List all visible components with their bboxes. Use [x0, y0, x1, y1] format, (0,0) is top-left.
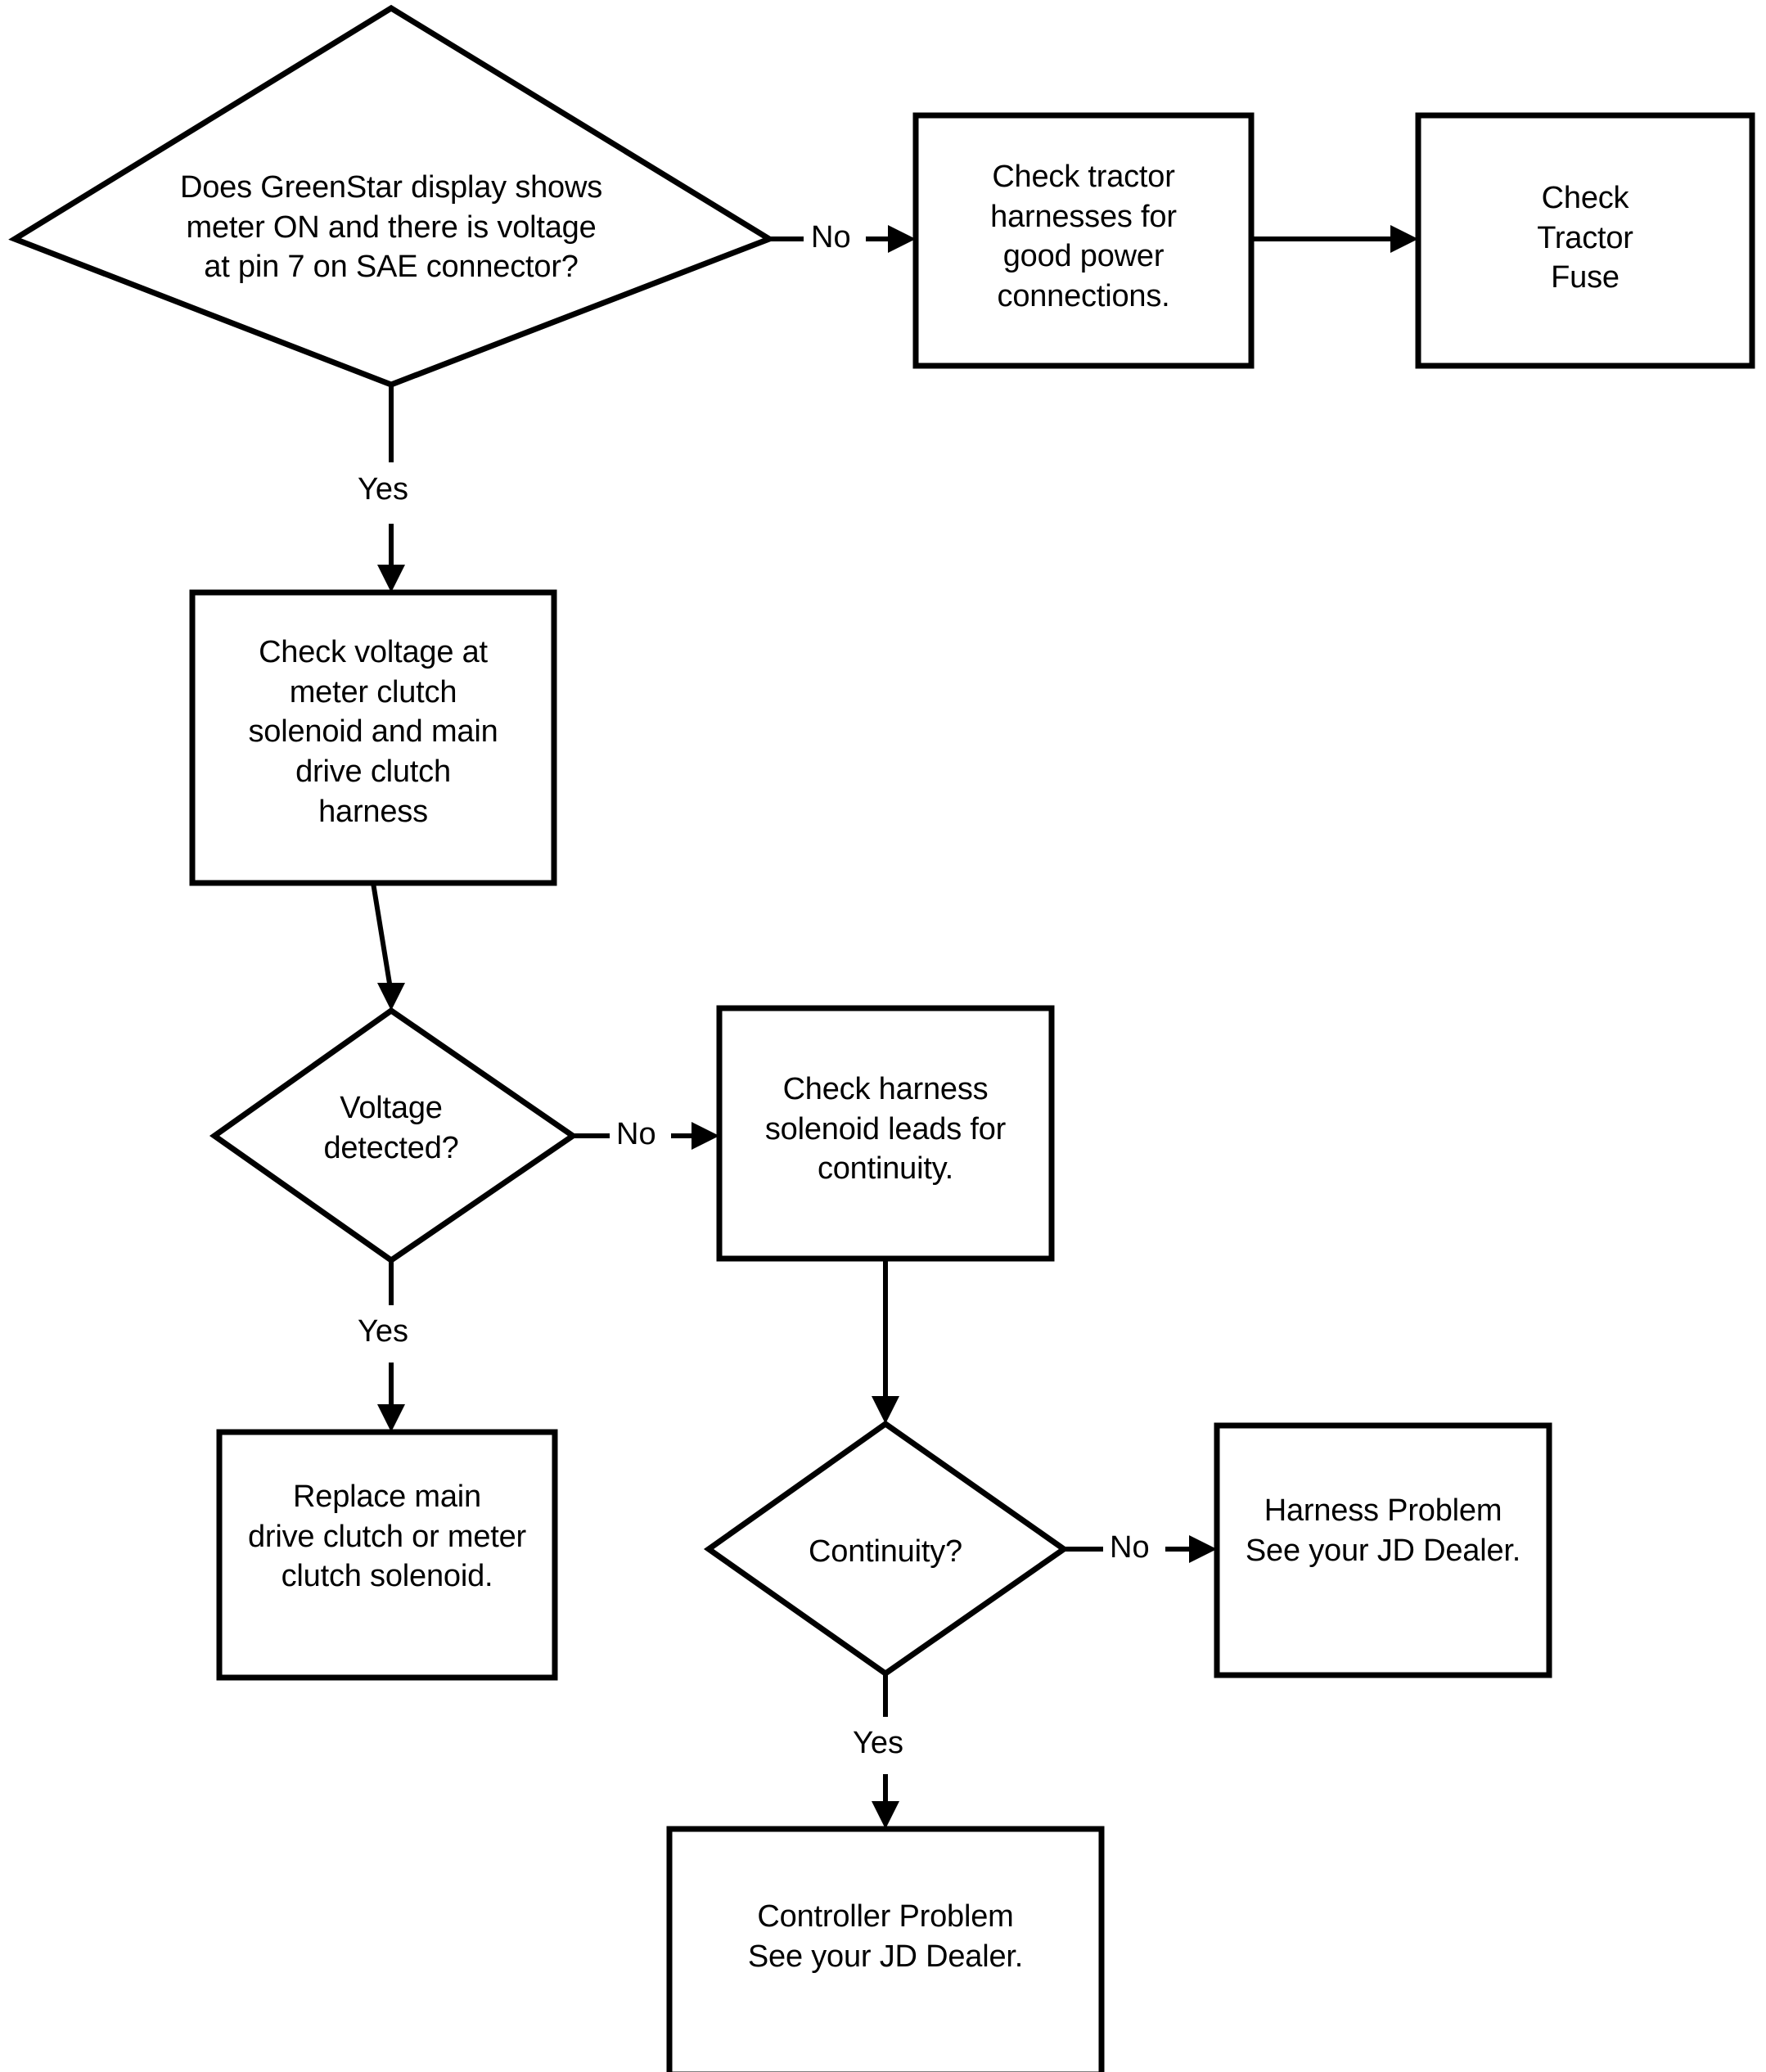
edge-label-voltage-yes: Yes — [358, 1314, 408, 1349]
edge-arrowhead-voltage-yes — [377, 1404, 405, 1432]
edge-line-voltagebox-to-q — [371, 882, 394, 994]
edge-label-greenstar-no: No — [811, 220, 851, 254]
node-label-check-harness-continuity: Check harness solenoid leads for continu… — [764, 1072, 1007, 1187]
node-label-controller-problem: Controller Problem See your JD Dealer. — [747, 1899, 1024, 1974]
edge-label-greenstar-yes: Yes — [358, 472, 408, 507]
node-label-q-continuity: Continuity? — [809, 1534, 962, 1569]
node-shape-harness-problem — [1214, 1422, 1552, 1678]
edge-arrowhead-continuitybox-to-q — [872, 1396, 899, 1424]
edge-arrowhead-continuity-yes — [872, 1801, 899, 1829]
node-label-check-tractor-fuse: Check Tractor Fuse — [1537, 181, 1633, 295]
edge-arrowhead-harnesses-to-fuse — [1390, 225, 1418, 253]
edge-arrowhead-greenstar-no — [888, 225, 916, 253]
node-shape-replace-main-drive-clutch — [216, 1429, 558, 1681]
edge-label-continuity-yes: Yes — [853, 1726, 903, 1760]
edge-label-voltage-no: No — [616, 1117, 656, 1151]
node-label-q-greenstar: Does GreenStar display shows meter ON an… — [179, 170, 603, 285]
node-label-q-voltage-detected: Voltage detected? — [323, 1091, 459, 1165]
node-label-harness-problem: Harness Problem See your JD Dealer. — [1245, 1493, 1521, 1568]
node-label-check-voltage-meter-clutch: Check voltage at meter clutch solenoid a… — [248, 635, 498, 829]
edge-arrowhead-greenstar-yes — [377, 565, 405, 592]
edge-arrowhead-voltage-no — [692, 1122, 719, 1150]
node-shape-check-tractor-fuse — [1415, 112, 1755, 369]
edge-arrowhead-continuity-no — [1189, 1535, 1217, 1563]
edge-label-continuity-no: No — [1110, 1530, 1150, 1565]
edge-arrowhead-voltagebox-to-q — [377, 983, 405, 1011]
node-label-check-tractor-harnesses: Check tractor harnesses for good power c… — [990, 160, 1177, 313]
node-label-replace-main-drive-clutch: Replace main drive clutch or meter clutc… — [247, 1480, 527, 1594]
